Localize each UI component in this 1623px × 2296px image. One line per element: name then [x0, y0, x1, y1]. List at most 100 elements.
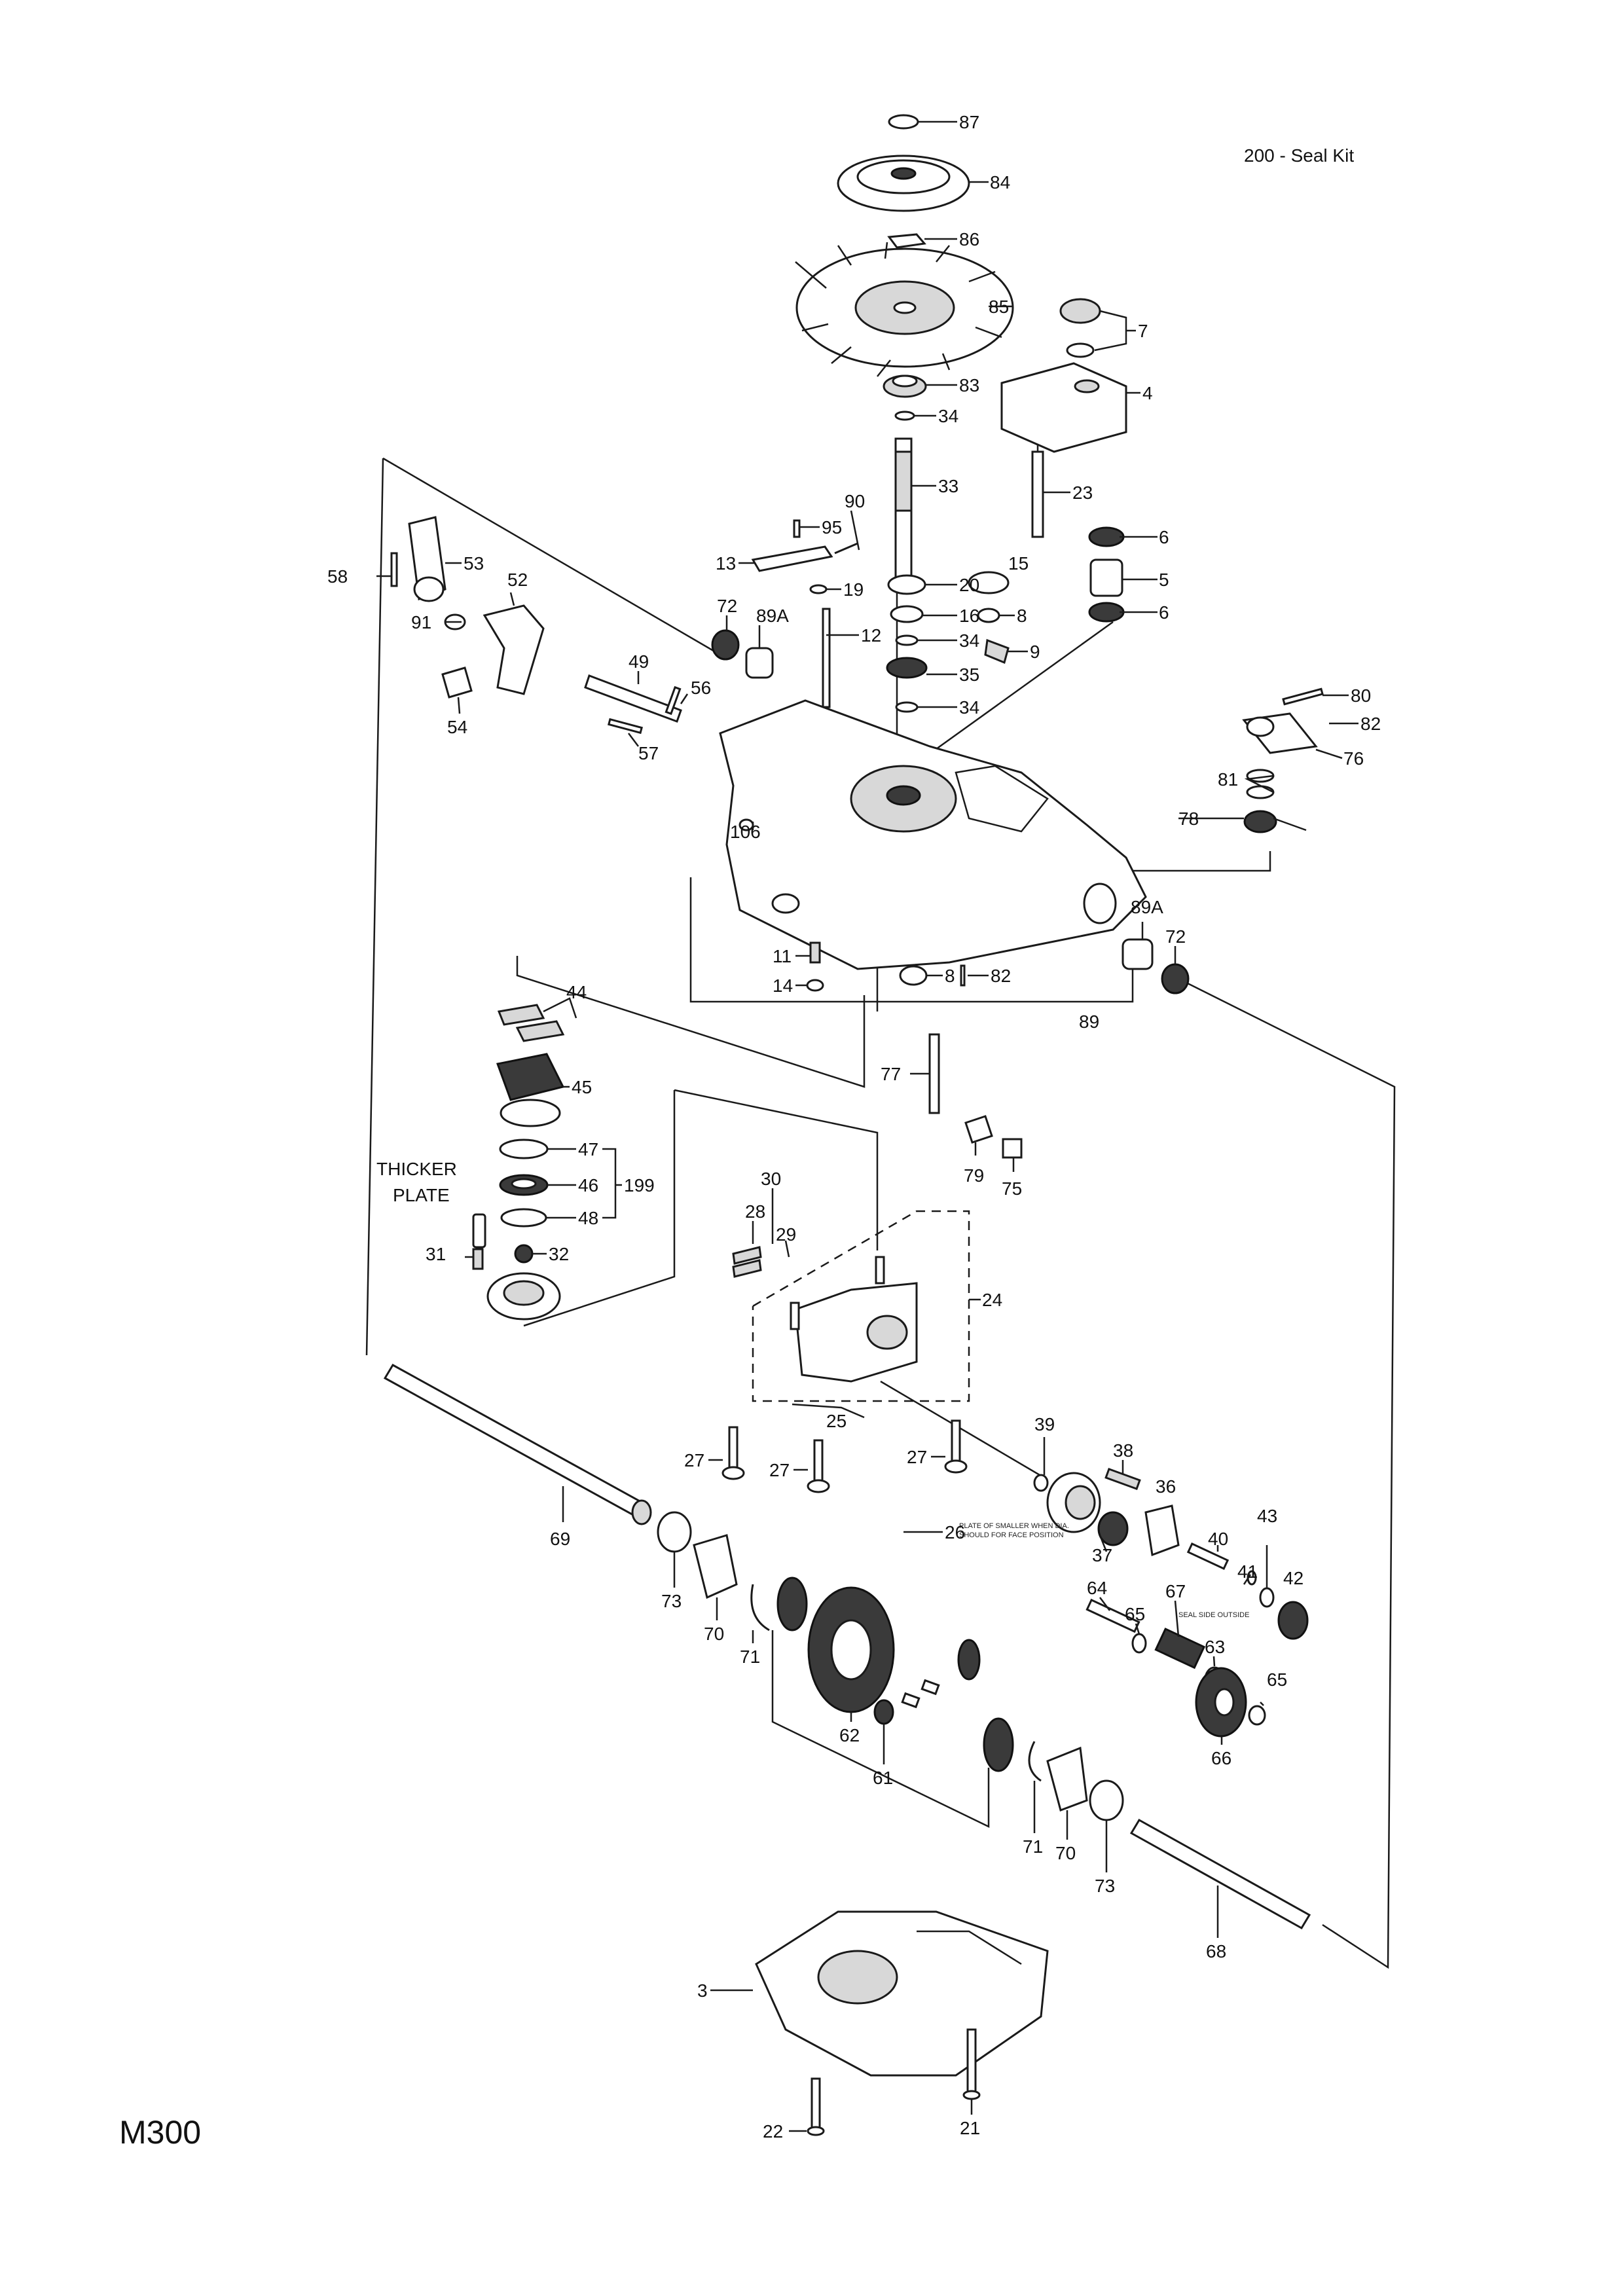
- input-shaft: [894, 437, 913, 591]
- ring-14: [806, 979, 824, 992]
- bevel-gear-right-top: [957, 1639, 981, 1681]
- callout-75: 75: [1002, 1178, 1022, 1199]
- callout-67: 67: [1165, 1581, 1186, 1601]
- pin-12: [822, 608, 831, 708]
- callout-12: 12: [861, 625, 881, 646]
- callout-21: 21: [960, 2118, 980, 2138]
- callout-87: 87: [959, 112, 979, 132]
- callout-106: 106: [730, 822, 761, 842]
- ring-71-right: [1028, 1741, 1042, 1782]
- block-75: [1002, 1138, 1023, 1159]
- seals-16-34-35: [886, 605, 1010, 713]
- callout-25: 25: [826, 1411, 847, 1431]
- bevel-gear-left: [776, 1576, 808, 1631]
- gear-66: [1195, 1667, 1247, 1738]
- callout-58: 58: [327, 566, 348, 587]
- plate-70-left: [693, 1534, 738, 1599]
- callout-6-lower: 6: [1159, 602, 1169, 623]
- callout-61: 61: [873, 1768, 893, 1788]
- race-45: [500, 1099, 561, 1127]
- callout-86: 86: [959, 229, 979, 249]
- pin-56-57: [607, 685, 682, 735]
- callout-7: 7: [1138, 321, 1148, 341]
- bushing-73-left: [657, 1511, 692, 1553]
- callout-72-left: 72: [717, 596, 737, 616]
- callout-57: 57: [638, 743, 659, 763]
- seal-37: [1097, 1511, 1129, 1546]
- gear-67: [1154, 1628, 1206, 1669]
- bolt-22: [807, 2077, 825, 2136]
- check-ball-32: [514, 1244, 534, 1264]
- callout-89: 89: [1079, 1011, 1099, 1032]
- leader-lines: [376, 120, 1359, 2132]
- callout-20: 20: [959, 575, 979, 595]
- callout-63: 63: [1205, 1637, 1225, 1657]
- callout-4: 4: [1142, 383, 1153, 403]
- bushing-73-right: [1089, 1779, 1124, 1821]
- washer-65-left: [1131, 1633, 1147, 1654]
- plate-label: PLATE: [393, 1185, 450, 1205]
- callout-65-left: 65: [1125, 1604, 1145, 1624]
- center-section-24: [790, 1256, 918, 1383]
- callout-14: 14: [773, 975, 793, 996]
- bolt-27-left: [721, 1426, 745, 1480]
- thicker-label: THICKER: [376, 1159, 457, 1179]
- o-rings-81: [1246, 769, 1275, 799]
- callout-37: 37: [1092, 1545, 1112, 1565]
- seal-72-right: [1161, 963, 1190, 994]
- callout-42: 42: [1283, 1568, 1304, 1588]
- callout-29: 29: [776, 1224, 796, 1245]
- callout-40: 40: [1208, 1529, 1228, 1549]
- expansion-tank: [1000, 362, 1127, 453]
- callout-71-right: 71: [1023, 1836, 1043, 1857]
- callout-45: 45: [572, 1077, 592, 1097]
- bypass-rod-80: [1282, 687, 1324, 706]
- motor-block: [1046, 1472, 1101, 1533]
- callout-95: 95: [822, 517, 842, 538]
- callout-36: 36: [1156, 1476, 1176, 1497]
- callout-80: 80: [1351, 685, 1371, 706]
- block-79: [964, 1115, 993, 1144]
- callout-73-left: 73: [661, 1591, 682, 1611]
- bushing-89A-right: [1122, 938, 1154, 970]
- callout-16: 16: [959, 606, 979, 626]
- callout-3: 3: [697, 1980, 708, 2001]
- callout-27-left: 27: [684, 1450, 704, 1470]
- callout-70-left: 70: [704, 1624, 724, 1644]
- bushing-5: [1089, 558, 1123, 597]
- callout-52: 52: [507, 570, 528, 590]
- callout-5: 5: [1159, 570, 1169, 590]
- plate-70-right: [1046, 1746, 1088, 1812]
- callout-82-right: 82: [1360, 714, 1381, 734]
- piston-spring-31: [472, 1213, 486, 1270]
- ring-71-left: [750, 1584, 770, 1631]
- callout-68: 68: [1206, 1941, 1226, 1961]
- callout-84: 84: [990, 172, 1010, 192]
- callout-34-top: 34: [938, 406, 958, 426]
- washer-39: [1033, 1474, 1049, 1492]
- callout-199: 199: [624, 1175, 655, 1195]
- callout-89A-right: 89A: [1131, 897, 1163, 917]
- bearing-6-upper: [1088, 526, 1125, 547]
- fan-hub-washer: [887, 233, 926, 249]
- valve-block-assembly-outline: [752, 1210, 970, 1402]
- callout-6-upper: 6: [1159, 527, 1169, 547]
- pin-82: [960, 964, 966, 987]
- callout-44: 44: [566, 982, 587, 1002]
- callout-15: 15: [1008, 553, 1029, 574]
- callout-91: 91: [411, 612, 431, 632]
- plug-8: [899, 965, 928, 986]
- callout-64: 64: [1087, 1578, 1107, 1598]
- callout-72-right: 72: [1165, 926, 1186, 947]
- callout-27-middle: 27: [769, 1460, 790, 1480]
- cross-pins-61: [873, 1679, 940, 1725]
- callout-54: 54: [447, 717, 467, 737]
- swashplate-45: [496, 1053, 565, 1101]
- callout-34-mid: 34: [959, 630, 979, 651]
- washer-47: [499, 1139, 549, 1159]
- callout-32: 32: [549, 1244, 569, 1264]
- cam-52: [483, 604, 545, 695]
- callout-53: 53: [464, 553, 484, 574]
- pin-77: [928, 1033, 940, 1114]
- bearing-6-lower: [1088, 602, 1125, 623]
